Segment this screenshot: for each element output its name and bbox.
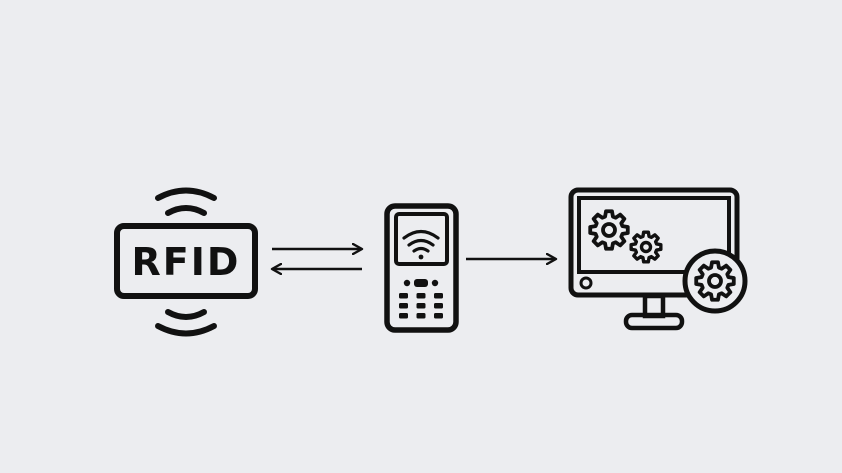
monitor-stand — [623, 312, 685, 331]
two-way-arrows — [272, 249, 362, 269]
reader-screen — [394, 212, 449, 266]
monitor-screen — [577, 196, 731, 274]
gear-hub — [707, 273, 723, 289]
gear-outline — [629, 230, 663, 264]
rfid-tag-icon: RFID — [114, 187, 258, 337]
gear-hub — [601, 222, 617, 238]
wifi-signal-icon — [402, 229, 440, 260]
gear-icon-small — [629, 230, 663, 264]
power-button — [579, 276, 593, 290]
desktop-computer-settings-icon — [568, 187, 748, 331]
signal-wave-top-inner — [165, 205, 207, 216]
handheld-rfid-reader-icon — [384, 203, 459, 333]
reader-keypad — [399, 279, 443, 319]
signal-wave-bottom-inner — [165, 309, 207, 320]
signal-wave-top-outer — [155, 187, 217, 201]
gear-hub — [639, 240, 653, 254]
gear-outline — [694, 260, 736, 302]
settings-badge — [682, 248, 748, 314]
gear-icon-large — [588, 209, 630, 251]
gear-outline — [588, 209, 630, 251]
rfid-card — [114, 223, 258, 299]
reader-body — [384, 203, 459, 333]
rfid-label: RFID — [132, 240, 241, 284]
signal-wave-bottom-outer — [155, 323, 217, 337]
gear-icon-badge — [694, 260, 736, 302]
